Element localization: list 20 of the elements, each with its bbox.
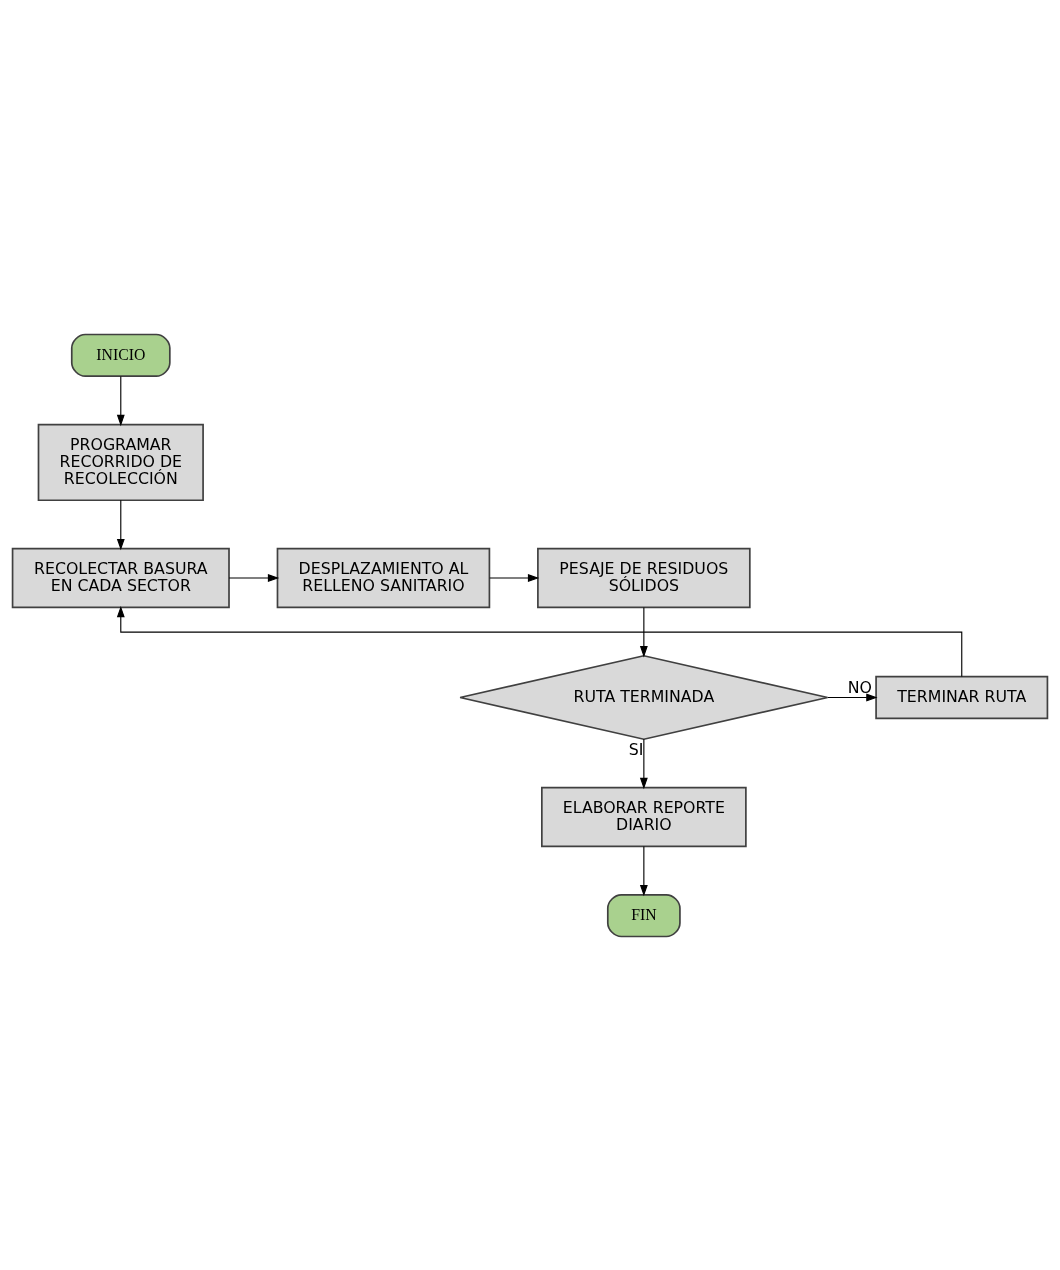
edge-label: SI: [628, 739, 644, 759]
node-box: ELABORAR REPORTE DIARIO: [541, 786, 747, 847]
arrow: [827, 693, 878, 701]
node-box: TERMINAR RUTA: [875, 675, 1049, 719]
arrow: [489, 573, 540, 582]
arrow: [116, 499, 125, 550]
node-box: DESPLAZAMIENTO AL RELLENO SANITARIO: [276, 547, 491, 608]
arrow: [116, 375, 125, 426]
arrow: [639, 845, 648, 896]
arrow: [639, 606, 648, 657]
node-diamond: RUTA TERMINADA: [459, 654, 829, 740]
node-box: FIN: [606, 893, 681, 937]
edge-label: NO: [847, 677, 872, 697]
node-box: PESAJE DE RESIDUOS SÓLIDOS: [537, 547, 751, 608]
node-box: PROGRAMAR RECORRIDO DE RECOLECCIÓN: [37, 423, 204, 501]
arrow: [228, 573, 280, 582]
arrow: [116, 605, 963, 677]
arrow: [639, 738, 648, 789]
node-box: RECOLECTAR BASURA EN CADA SECTOR: [11, 547, 230, 608]
node-box: INICIO: [70, 333, 171, 377]
